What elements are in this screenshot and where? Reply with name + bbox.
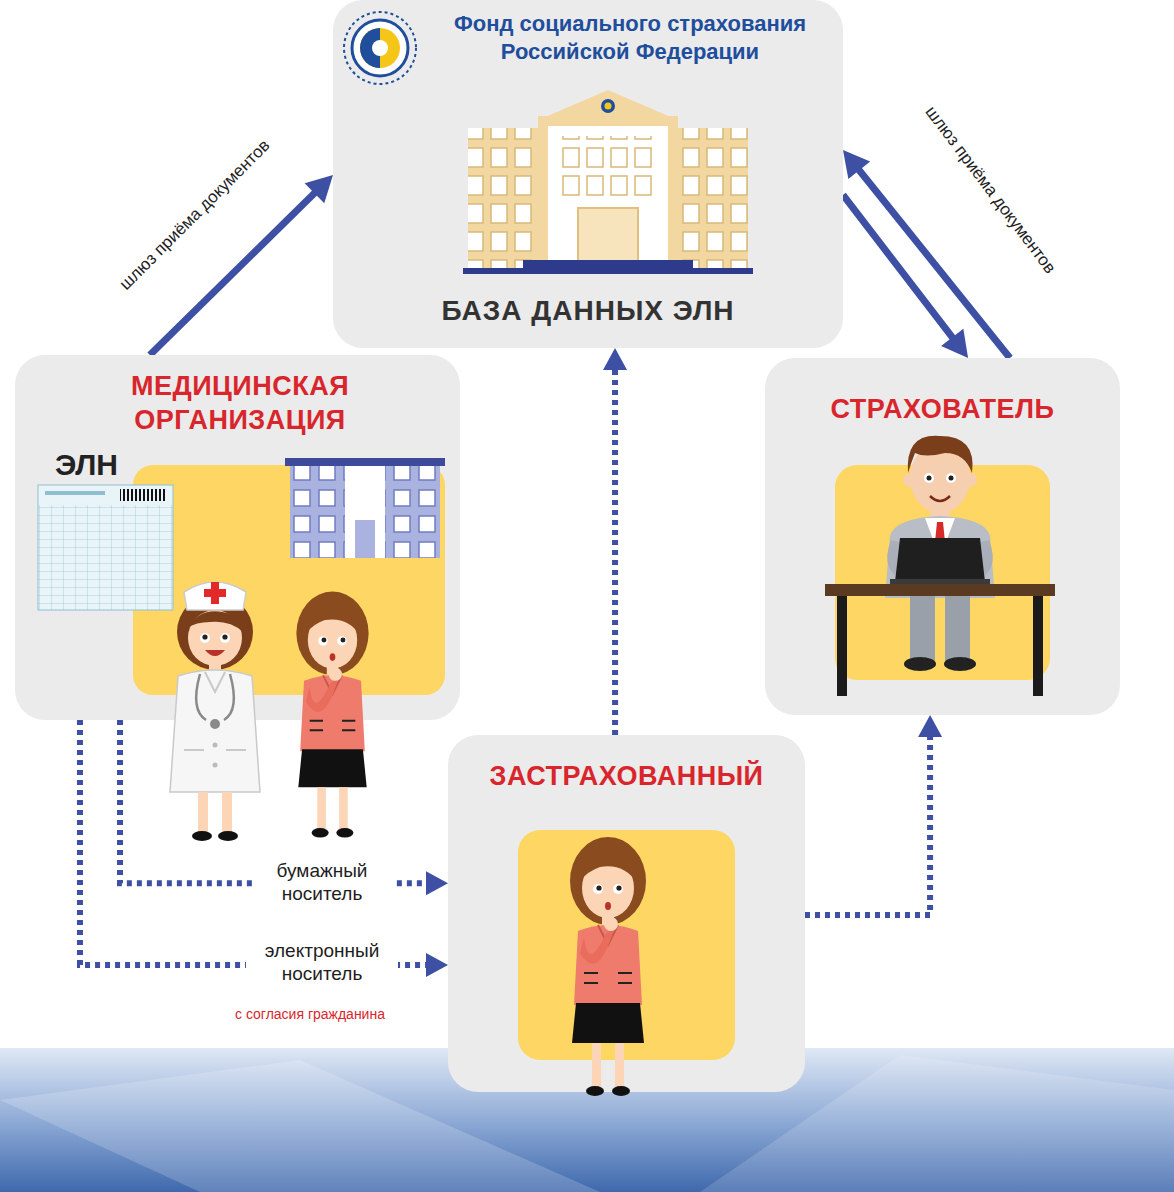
dotted-connector bbox=[805, 715, 942, 915]
dotted-connector bbox=[603, 348, 627, 735]
connector-line bbox=[805, 733, 930, 915]
connector-line bbox=[612, 366, 618, 735]
edge-label: электронный носитель bbox=[246, 939, 398, 987]
fund-title: Фонд социального страхования Российской … bbox=[425, 10, 835, 66]
gateway-arrow bbox=[150, 175, 333, 355]
eln-label: ЭЛН bbox=[55, 447, 155, 483]
employer-title: СТРАХОВАТЕЛЬ bbox=[765, 393, 1120, 427]
arrow-head bbox=[918, 715, 942, 737]
consent-note: с согласия гражданина bbox=[235, 1006, 385, 1023]
dotted-connector bbox=[80, 720, 448, 977]
arrow-head bbox=[426, 871, 448, 895]
arrow-head bbox=[305, 175, 333, 203]
arrow-head bbox=[603, 348, 627, 370]
clinic-title: МЕДИЦИНСКАЯ ОРГАНИЗАЦИЯ bbox=[55, 370, 425, 438]
employer-box: СТРАХОВАТЕЛЬ bbox=[765, 358, 1120, 715]
edge-label: шлюз приёма документов bbox=[116, 136, 275, 295]
edge-label: шлюз приёма документов bbox=[921, 103, 1060, 278]
gateway-arrow bbox=[843, 195, 968, 358]
arrow-head bbox=[843, 150, 870, 179]
arrow-head bbox=[941, 329, 968, 358]
insured-box: ЗАСТРАХОВАННЫЙ bbox=[448, 735, 805, 1092]
edge-label: бумажный носитель bbox=[252, 859, 392, 907]
database-label: БАЗА ДАННЫХ ЭЛН bbox=[333, 294, 843, 328]
arrow-head bbox=[426, 953, 448, 977]
connector-line bbox=[150, 190, 318, 355]
fund-box: Фонд социального страхования Российской … bbox=[333, 0, 843, 348]
clinic-box: МЕДИЦИНСКАЯ ОРГАНИЗАЦИЯ ЭЛН bbox=[15, 355, 460, 720]
insured-title: ЗАСТРАХОВАННЫЙ bbox=[448, 760, 805, 794]
